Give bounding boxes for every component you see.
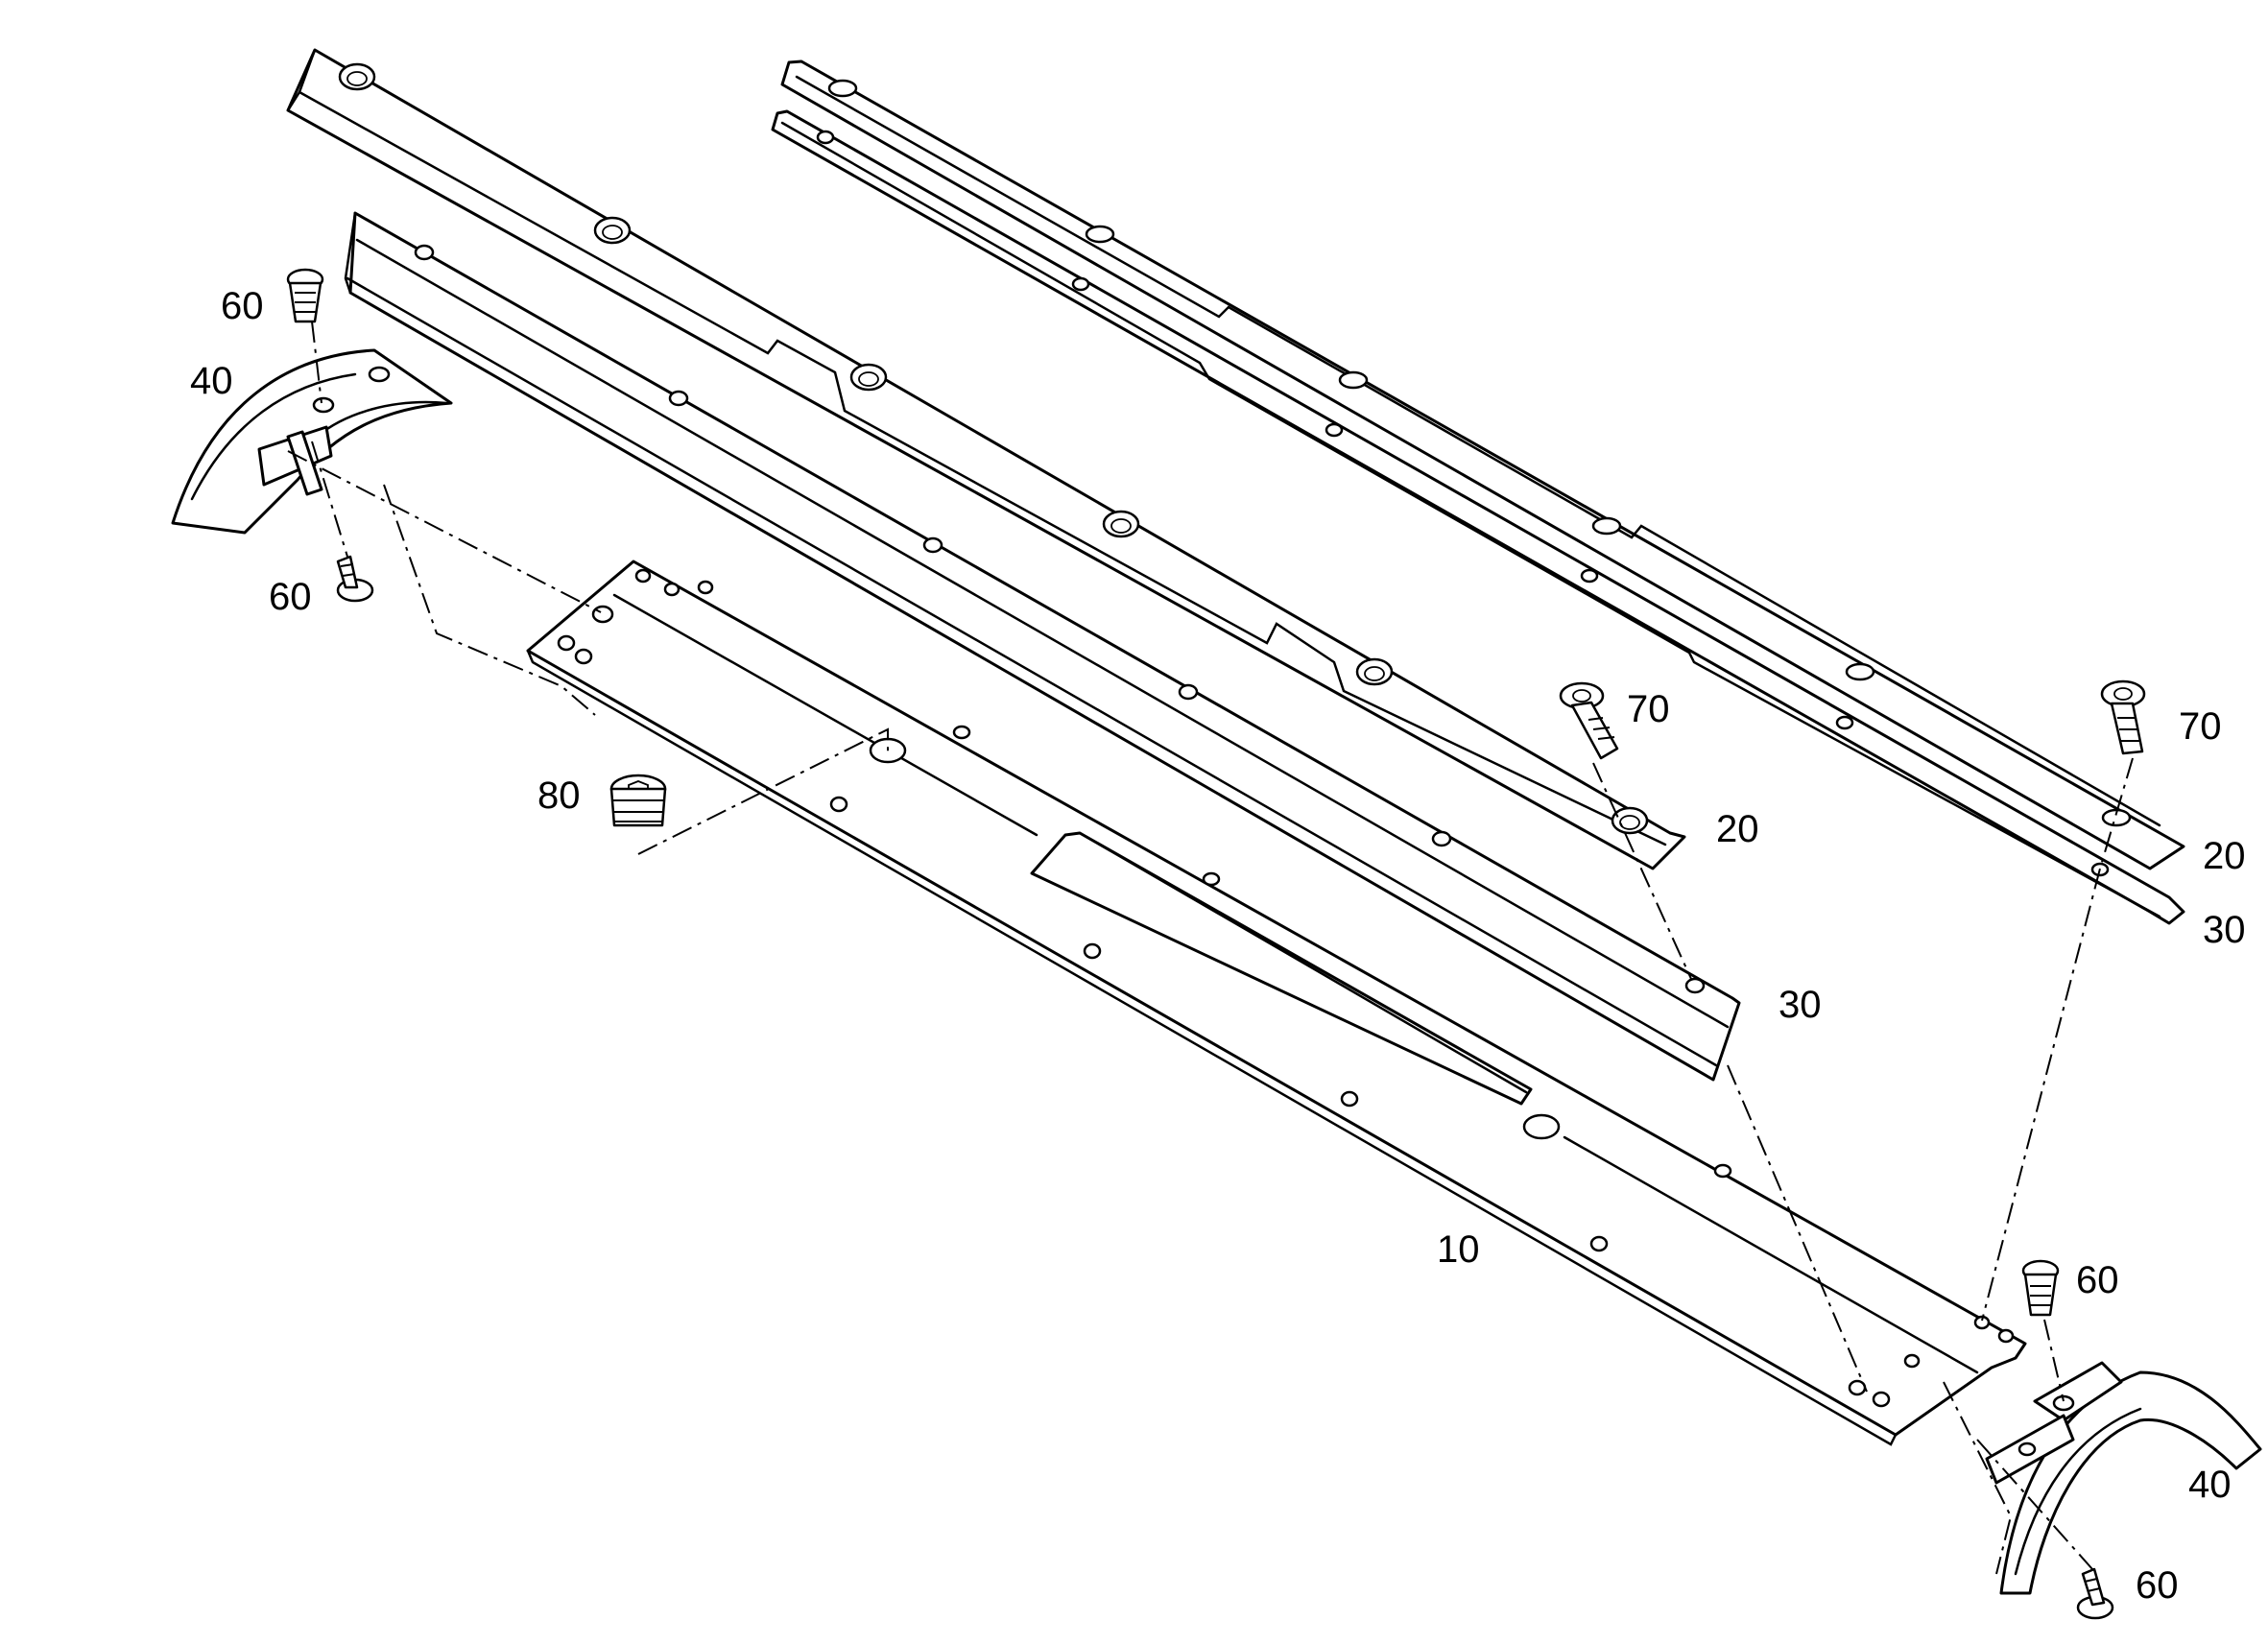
callout-60-right-lower: 60: [2136, 1564, 2179, 1607]
callout-20-right: 20: [2203, 835, 2246, 877]
callout-30-right: 30: [2203, 909, 2246, 951]
callout-60-lower-left: 60: [269, 576, 312, 618]
callout-40-right: 40: [2188, 1464, 2232, 1506]
part-20-rail-holes: [827, 79, 2132, 827]
part-20-holes: [338, 62, 1649, 835]
screw-60-right-upper: [2021, 1259, 2060, 1317]
callout-40-left: 40: [190, 360, 233, 402]
screw-60-right-lower: [2076, 1567, 2114, 1620]
callout-60-right-upper: 60: [2076, 1259, 2119, 1301]
part-10-holes: [557, 568, 2015, 1408]
part-20-rail-right: [780, 60, 2185, 870]
callout-30-left: 30: [1779, 984, 1822, 1026]
callout-70-right: 70: [2179, 705, 2222, 748]
screw-70-right: [2100, 679, 2146, 755]
part-30-holes: [414, 244, 1706, 994]
callout-70-left: 70: [1627, 688, 1670, 730]
screw-70-left: [1559, 681, 1619, 760]
screw-60-lower-left: [336, 555, 374, 603]
part-30-plate-left: [344, 211, 1741, 1082]
part-30-rail-right: [771, 109, 2185, 925]
callout-labels: 60 40 60 80 70 20 30 10 70 20 30 60 40 6…: [190, 285, 2246, 1607]
part-40-end-cap-right: [1985, 1361, 2262, 1595]
assembly-leader-lines: [287, 321, 2134, 1575]
set-screw-80: [609, 774, 667, 827]
part-10-base-plate: [526, 560, 2027, 1446]
callout-20-left: 20: [1716, 808, 1759, 850]
callout-10: 10: [1437, 1228, 1480, 1271]
callout-60-top-left: 60: [221, 285, 264, 327]
callout-80: 80: [537, 774, 581, 817]
part-20-cover-left: [286, 48, 1686, 870]
screw-60-top-left: [286, 268, 324, 323]
